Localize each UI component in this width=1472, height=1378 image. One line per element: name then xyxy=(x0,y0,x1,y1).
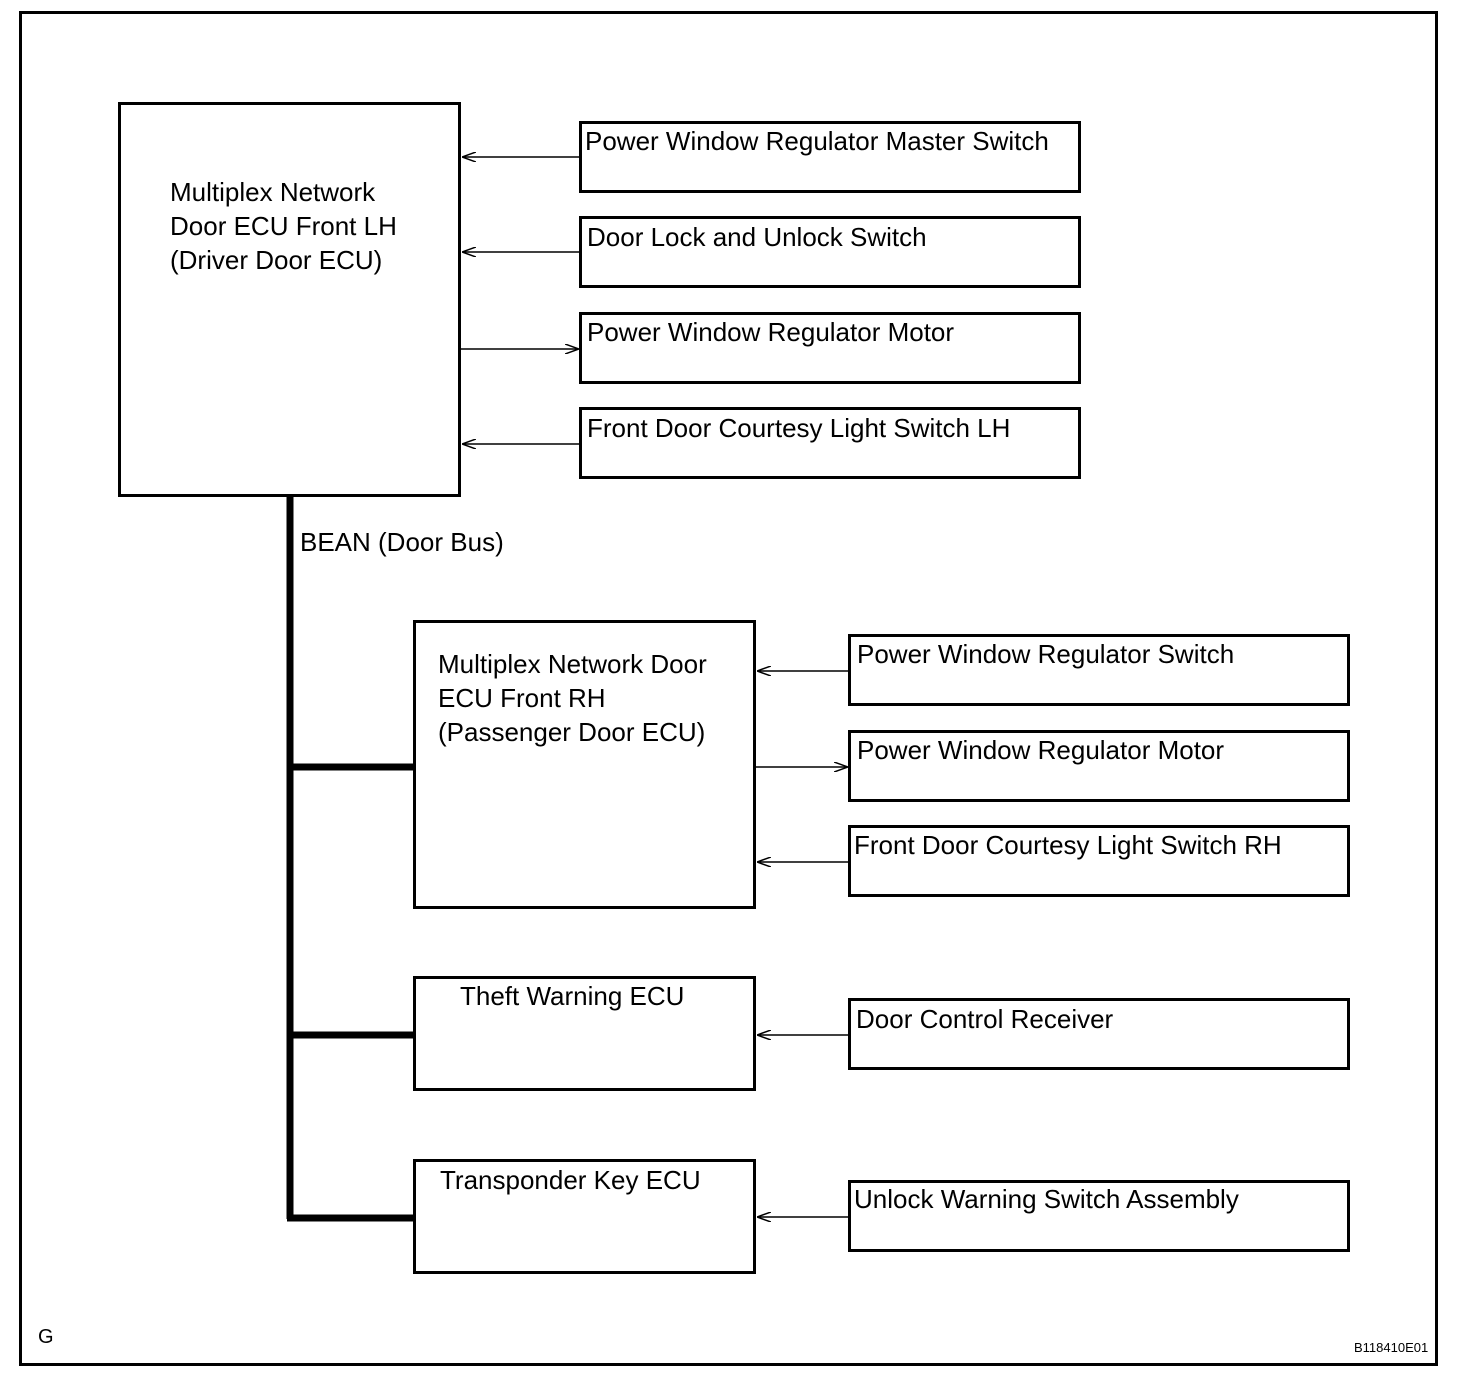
corner-left-mark: G xyxy=(38,1326,54,1348)
transponder-ecu-label: Transponder Key ECU xyxy=(440,1165,701,1195)
driver-component-4-label: Front Door Courtesy Light Switch LH xyxy=(587,413,1011,443)
passenger-door-ecu-box xyxy=(413,620,756,909)
passenger-component-2-label: Power Window Regulator Motor xyxy=(857,735,1225,765)
driver-door-ecu-box xyxy=(118,102,461,497)
driver-component-2-label: Door Lock and Unlock Switch xyxy=(587,222,927,252)
transponder-component-1-label: Unlock Warning Switch Assembly xyxy=(854,1184,1239,1214)
theft-ecu-label: Theft Warning ECU xyxy=(460,981,685,1011)
passenger-ecu-line2: ECU Front RH xyxy=(438,683,606,713)
passenger-component-3 xyxy=(848,825,1350,897)
theft-component-1 xyxy=(848,998,1350,1070)
transponder-component-1 xyxy=(848,1180,1350,1252)
passenger-ecu-line3: (Passenger Door ECU) xyxy=(438,717,706,747)
passenger-component-1-label: Power Window Regulator Switch xyxy=(857,639,1235,669)
diagram-frame xyxy=(19,11,1438,1366)
driver-component-3 xyxy=(579,312,1081,384)
driver-component-1 xyxy=(579,121,1081,193)
bean-bus-label: BEAN (Door Bus) xyxy=(300,527,504,557)
transponder-key-ecu-box xyxy=(413,1159,756,1274)
driver-ecu-line3: (Driver Door ECU) xyxy=(170,245,383,275)
passenger-component-3-label: Front Door Courtesy Light Switch RH xyxy=(854,830,1282,860)
driver-ecu-line2: Door ECU Front LH xyxy=(170,211,397,241)
driver-component-1-label: Power Window Regulator Master Switch xyxy=(585,126,1049,156)
driver-ecu-line1: Multiplex Network xyxy=(170,177,376,207)
passenger-component-2 xyxy=(848,730,1350,802)
driver-component-4 xyxy=(579,407,1081,479)
passenger-ecu-line1: Multiplex Network Door xyxy=(438,649,707,679)
theft-warning-ecu-box xyxy=(413,976,756,1091)
figure-code: B118410E01 xyxy=(1354,1340,1429,1355)
theft-component-1-label: Door Control Receiver xyxy=(856,1004,1114,1034)
driver-component-3-label: Power Window Regulator Motor xyxy=(587,317,955,347)
driver-component-2 xyxy=(579,216,1081,288)
passenger-component-1 xyxy=(848,634,1350,706)
